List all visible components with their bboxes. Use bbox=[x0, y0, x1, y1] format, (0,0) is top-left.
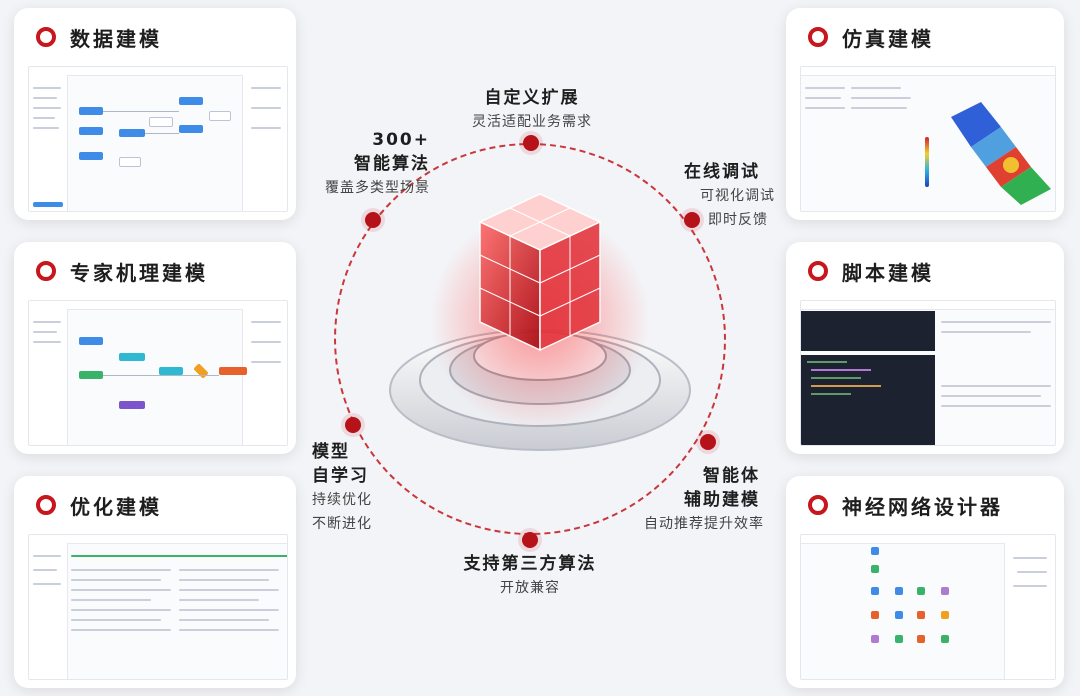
card-neural-net-designer[interactable]: 神经网络设计器 bbox=[786, 476, 1064, 688]
feature-custom-extension: 自定义扩展 灵活适配业务需求 bbox=[452, 86, 612, 134]
ring-icon bbox=[36, 261, 56, 281]
ring-icon bbox=[808, 27, 828, 47]
feature-title: 智能算法 bbox=[354, 154, 430, 174]
orbit-dot bbox=[523, 135, 539, 151]
card-title: 优化建模 bbox=[70, 494, 162, 519]
card-title: 脚本建模 bbox=[842, 260, 934, 285]
ring-icon bbox=[36, 495, 56, 515]
feature-subtitle: 不断进化 bbox=[312, 516, 372, 532]
screenshot-thumbnail bbox=[28, 300, 288, 446]
screenshot-thumbnail bbox=[28, 66, 288, 212]
feature-online-debug: 在线调试 可视化调试 即时反馈 bbox=[672, 160, 792, 232]
feature-title: 自学习 bbox=[312, 466, 369, 486]
ring-icon bbox=[36, 27, 56, 47]
screenshot-thumbnail bbox=[800, 66, 1056, 212]
screenshot-thumbnail bbox=[800, 534, 1056, 680]
feature-subtitle: 自动推荐提升效率 bbox=[644, 516, 764, 532]
ring-icon bbox=[808, 495, 828, 515]
feature-title: 辅助建模 bbox=[684, 490, 760, 510]
screenshot-thumbnail bbox=[28, 534, 288, 680]
feature-title: 在线调试 bbox=[684, 162, 760, 182]
ring-icon bbox=[808, 261, 828, 281]
feature-subtitle: 可视化调试 bbox=[700, 188, 775, 204]
orbit-dot bbox=[522, 532, 538, 548]
card-simulation-modeling[interactable]: 仿真建模 bbox=[786, 8, 1064, 220]
feature-title: 自定义扩展 bbox=[484, 88, 580, 108]
feature-agent-assist: 智能体 辅助建模 自动推荐提升效率 bbox=[620, 464, 764, 536]
feature-subtitle: 即时反馈 bbox=[708, 212, 768, 228]
feature-title: 300+ bbox=[372, 130, 430, 150]
orbit-dot bbox=[700, 434, 716, 450]
card-title: 数据建模 bbox=[70, 26, 162, 51]
feature-algorithms: 300+ 智能算法 覆盖多类型场景 bbox=[296, 128, 430, 200]
feature-self-learning: 模型 自学习 持续优化 不断进化 bbox=[312, 440, 402, 536]
card-optimization-modeling[interactable]: 优化建模 bbox=[14, 476, 296, 688]
card-title: 仿真建模 bbox=[842, 26, 934, 51]
feature-subtitle: 持续优化 bbox=[312, 492, 372, 508]
screenshot-thumbnail bbox=[800, 300, 1056, 446]
card-data-modeling[interactable]: 数据建模 bbox=[14, 8, 296, 220]
card-title: 专家机理建模 bbox=[70, 260, 208, 285]
feature-subtitle: 覆盖多类型场景 bbox=[325, 180, 430, 196]
orbit-dot bbox=[365, 212, 381, 228]
feature-third-party: 支持第三方算法 开放兼容 bbox=[440, 552, 620, 600]
feature-subtitle: 灵活适配业务需求 bbox=[472, 114, 592, 130]
card-expert-modeling[interactable]: 专家机理建模 bbox=[14, 242, 296, 454]
orbit-dot bbox=[345, 417, 361, 433]
card-script-modeling[interactable]: 脚本建模 bbox=[786, 242, 1064, 454]
feature-title: 模型 bbox=[312, 442, 350, 462]
feature-title: 智能体 bbox=[703, 466, 760, 486]
feature-subtitle: 开放兼容 bbox=[500, 580, 560, 596]
feature-title: 支持第三方算法 bbox=[463, 554, 597, 574]
heatmap-visual bbox=[951, 102, 1051, 205]
card-title: 神经网络设计器 bbox=[842, 494, 1003, 519]
cube-platform-graphic bbox=[389, 193, 691, 451]
orbit-dot bbox=[684, 212, 700, 228]
